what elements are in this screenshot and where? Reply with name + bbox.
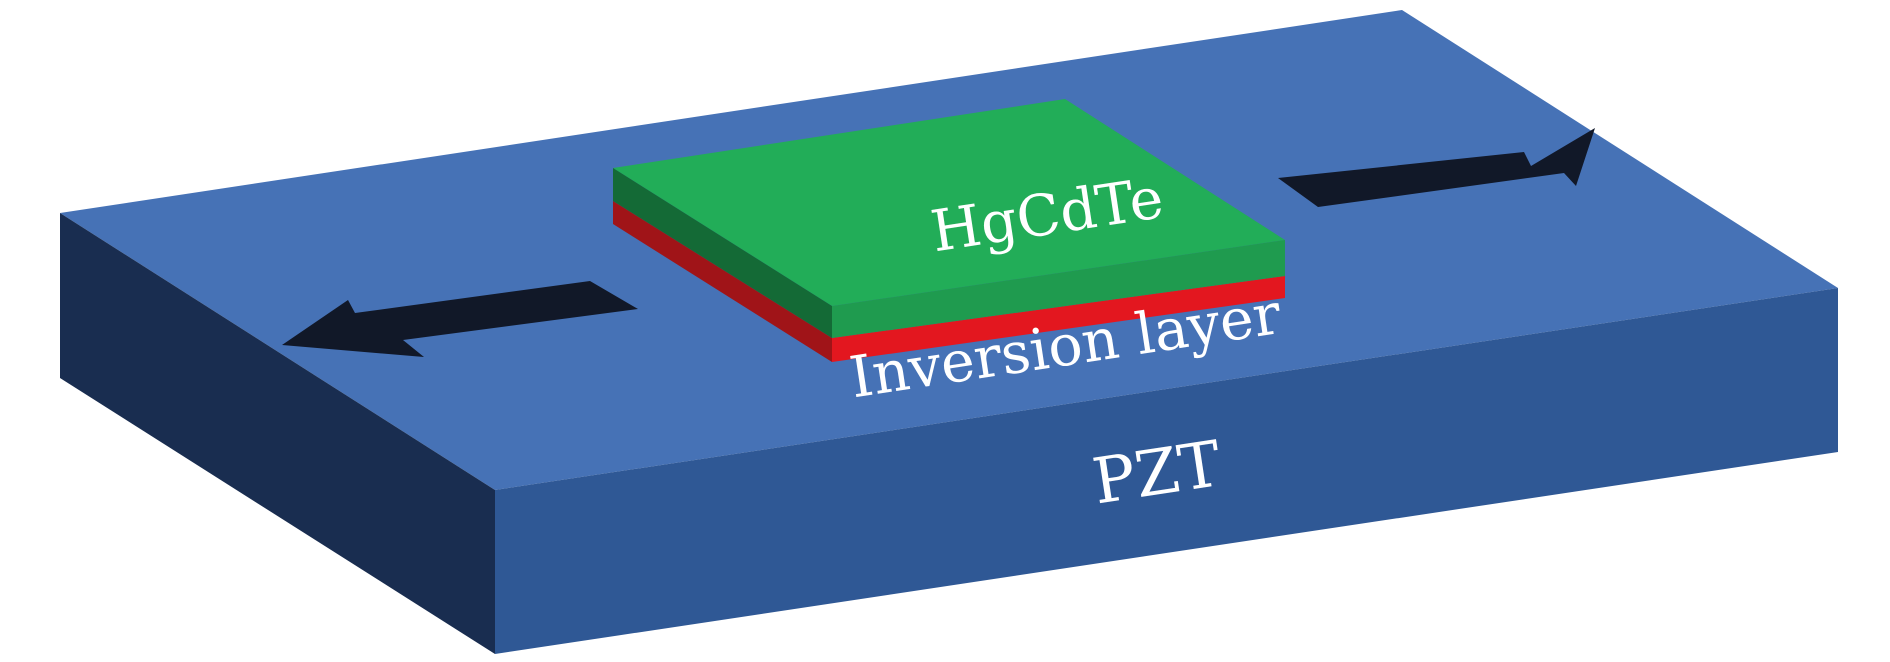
- hgcdte-film: [613, 99, 1285, 338]
- substrate-left-face: [60, 213, 495, 654]
- inversion-layer-slab: [613, 201, 1285, 362]
- film-left-face: [613, 168, 832, 338]
- film-front-face: [832, 240, 1285, 338]
- right-strain-arrow: [1278, 128, 1595, 207]
- inversion-layer-left-face: [613, 201, 832, 362]
- left-strain-arrow: [282, 281, 638, 357]
- film-top-face: [613, 99, 1285, 306]
- substrate-front-face: [495, 288, 1838, 654]
- inversion-layer-front-face: [832, 276, 1285, 362]
